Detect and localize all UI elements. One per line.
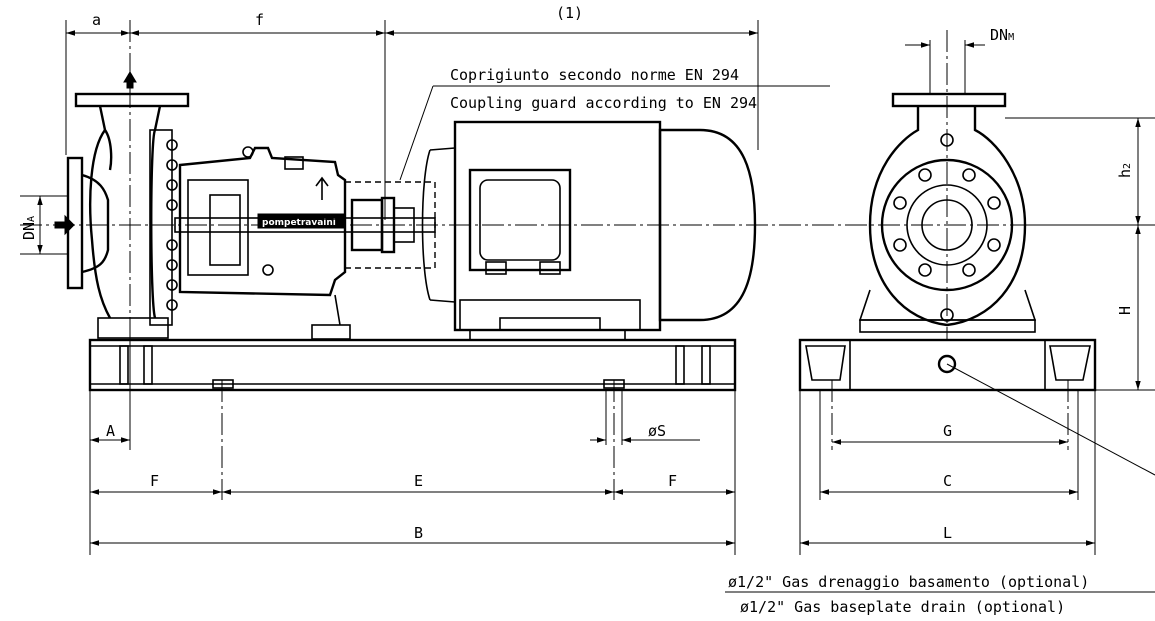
motor — [421, 120, 757, 341]
coupling-guard — [344, 181, 436, 269]
dim-A: A — [106, 422, 115, 440]
dim-h2-label: h2 — [1116, 163, 1134, 178]
front-height-dimensions: h2 H — [1005, 117, 1155, 391]
bottom-dimensions: A øS F E F B — [89, 340, 736, 555]
front-view: DNM — [798, 26, 1155, 476]
dim-C: C — [943, 472, 952, 490]
dim-a: a — [92, 11, 101, 29]
coupling-guard-note: Coprigiunto secondo norme EN 294 Couplin… — [399, 66, 830, 181]
nameplate-brand: pompetravaini — [262, 218, 336, 228]
dim-B: B — [414, 524, 423, 542]
dim-f: f — [255, 11, 264, 29]
dim-dnm-label: DNM — [990, 26, 1014, 44]
top-dimensions: a f (1) — [65, 4, 759, 220]
dim-E: E — [414, 472, 423, 490]
note-drain-en: ø1/2" Gas baseplate drain (optional) — [740, 598, 1065, 616]
dim-F-right: F — [668, 472, 677, 490]
dim-H-label: H — [1116, 306, 1134, 315]
front-bolts — [893, 133, 1001, 322]
note-drain-it: ø1/2" Gas drenaggio basamento (optional) — [728, 573, 1089, 591]
casing-bolts — [166, 139, 178, 311]
dim-dna-label: DNA — [20, 216, 38, 240]
note-coupling-guard-en: Coupling guard according to EN 294 — [450, 94, 757, 112]
dim-S: øS — [648, 422, 666, 440]
dim-motor-length: (1) — [556, 4, 583, 22]
note-coupling-guard-it: Coprigiunto secondo norme EN 294 — [450, 66, 739, 84]
drain-note: ø1/2" Gas drenaggio basamento (optional)… — [725, 573, 1155, 616]
front-width-dimensions: G C L — [799, 380, 1096, 555]
baseplate-side — [88, 338, 737, 392]
dim-F-left: F — [150, 472, 159, 490]
side-view: pompetravaini — [20, 20, 1155, 392]
dim-L: L — [943, 524, 952, 542]
dim-G: G — [943, 422, 952, 440]
